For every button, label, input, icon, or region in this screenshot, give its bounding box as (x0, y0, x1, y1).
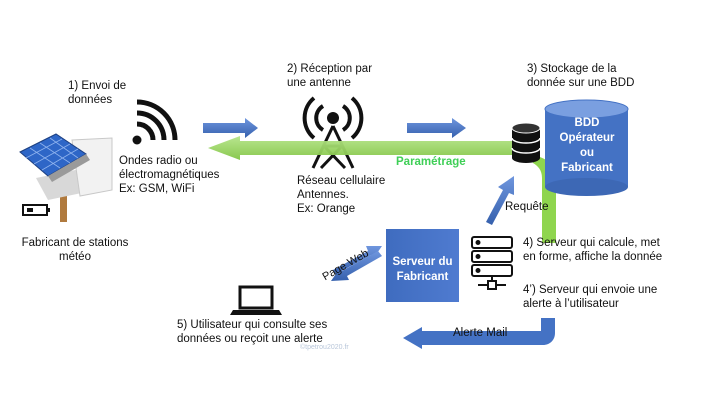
station-label: Fabricant de stations météo (21, 237, 129, 263)
step2-title: 2) Réception par une antenne (287, 63, 373, 89)
step4-label: 4) Serveur qui calcule, met en forme, af… (523, 237, 663, 263)
page-web-arrow-up (333, 246, 382, 274)
bdd-cylinder (544, 99, 629, 196)
step5-label: 5) Utilisateur qui consulte ses données … (177, 319, 328, 345)
watermark: ©tpetrou2020.fr (300, 344, 349, 351)
server-rack-icon (471, 236, 513, 290)
database-icon (511, 122, 541, 163)
battery-icon (22, 204, 50, 216)
server-label: Serveur du Fabricant (392, 256, 453, 283)
step4b-label: 4’) Serveur qui envoie une alerte à l’ut… (523, 284, 658, 310)
network-label: Réseau cellulaire Antennes. Ex: Orange (297, 175, 386, 215)
requete-arrow (486, 176, 514, 225)
antenna-tower-icon (302, 96, 364, 170)
bdd-label: BDD Opérateur ou Fabricant (559, 117, 615, 174)
transmission-arrow-1 (203, 118, 258, 138)
alerte-mail-arrow (403, 318, 555, 349)
page-web-arrow-down (331, 251, 382, 281)
server-box (386, 229, 459, 302)
step3-title: 3) Stockage de la donnée sur une BDD (527, 63, 635, 89)
weather-station-icon (19, 133, 113, 222)
wifi-icon (132, 99, 178, 145)
transmission-arrow-2 (407, 118, 466, 138)
alerte-mail-label: Alerte Mail (453, 327, 508, 339)
step1-title: 1) Envoi de données (68, 80, 127, 106)
parametrage-label: Paramétrage (396, 156, 466, 168)
laptop-icon (230, 285, 282, 315)
waves-label: Ondes radio ou électromagnétiques Ex: GS… (119, 155, 220, 195)
requete-label: Requête (505, 201, 549, 213)
